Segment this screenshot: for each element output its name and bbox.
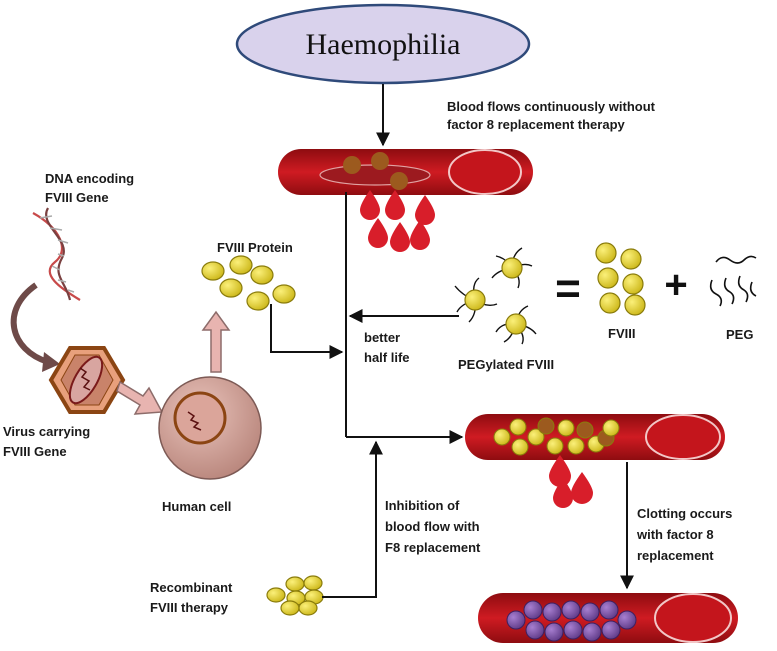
- human-cell-icon: [158, 376, 262, 480]
- title-text: Haemophilia: [306, 28, 461, 61]
- clot-cell: [563, 620, 583, 640]
- fviii-molecule: [303, 575, 323, 591]
- inhibition-label: Inhibition of blood flow with F8 replace…: [385, 498, 483, 555]
- peg-label: PEG: [726, 327, 753, 342]
- fviii-molecule: [597, 267, 619, 289]
- fviii-protein-cluster: [201, 255, 296, 311]
- fviii-molecule: [602, 419, 620, 437]
- clot-cell: [525, 620, 545, 640]
- human-cell-label: Human cell: [162, 499, 231, 514]
- pegylated-fviii-label: PEGylated FVIII: [458, 357, 554, 372]
- clot-cell: [617, 610, 637, 630]
- fviii-molecule: [501, 257, 523, 279]
- blood-drop: [410, 220, 430, 250]
- clot-cell: [542, 602, 562, 622]
- blood-flow-label: Blood flows continuously without factor …: [447, 99, 659, 132]
- arrow-recombinant-to-main: [322, 440, 383, 598]
- vessel-bottom: [478, 593, 738, 643]
- virus-label: Virus carrying FVIII Gene: [3, 424, 94, 459]
- brown-cell: [371, 152, 389, 170]
- fviii-cluster-right: [595, 242, 646, 316]
- fviii-molecule: [464, 289, 486, 311]
- brown-cell: [343, 156, 361, 174]
- fviii-molecule: [201, 261, 225, 281]
- fviii-molecule: [557, 419, 575, 437]
- clot-cell: [544, 622, 564, 642]
- clot-cell: [580, 602, 600, 622]
- plus-sign: +: [664, 263, 687, 307]
- peg-strands-icon: [709, 255, 757, 307]
- block-arrow-virus-to-cell: [116, 380, 164, 415]
- clot-cell: [582, 622, 602, 642]
- fviii-molecule: [509, 418, 527, 436]
- clot-cell: [523, 600, 543, 620]
- brown-cell: [390, 172, 408, 190]
- vessel-middle: [465, 414, 725, 460]
- pegylated-fviii-icon: [454, 247, 537, 345]
- fviii-molecule: [219, 278, 243, 298]
- clotting-label: Clotting occurs with factor 8 replacemen…: [636, 506, 736, 563]
- blood-drops-middle: [549, 455, 593, 508]
- title-node: Haemophilia: [235, 3, 531, 85]
- fviii-molecule: [298, 600, 318, 616]
- recombinant-fviii-cluster: [266, 575, 324, 616]
- fviii-molecule: [266, 587, 286, 603]
- virus-icon: [48, 346, 126, 414]
- fviii-molecule: [505, 313, 527, 335]
- blood-drop: [415, 195, 435, 225]
- blood-drop: [390, 222, 410, 252]
- arrow-protein-to-main: [270, 304, 344, 359]
- fviii-molecule: [624, 294, 646, 316]
- clot-cell: [506, 610, 526, 630]
- fviii-molecule: [280, 600, 300, 616]
- clot-cell: [561, 600, 581, 620]
- fviii-molecule: [567, 437, 585, 455]
- curved-arrow-dna-to-virus: [10, 282, 50, 365]
- fviii-molecule: [622, 273, 644, 295]
- block-arrow-cell-to-protein: [201, 310, 231, 373]
- fviii-molecule: [511, 438, 529, 456]
- fviii-label: FVIII: [608, 326, 635, 341]
- blood-drop: [553, 478, 573, 508]
- recombinant-label: Recombinant FVIII therapy: [150, 580, 236, 615]
- fviii-molecule: [595, 242, 617, 264]
- brown-cell: [537, 417, 555, 435]
- dna-helix-icon: [32, 207, 81, 301]
- fviii-molecule: [620, 248, 642, 270]
- fviii-molecule: [599, 292, 621, 314]
- clot-cell: [599, 600, 619, 620]
- blood-drop: [571, 472, 593, 504]
- dna-label: DNA encoding FVIII Gene: [45, 171, 138, 205]
- vessel-top: [278, 149, 533, 195]
- blood-drop: [385, 190, 405, 220]
- fviii-molecule: [250, 265, 274, 285]
- clot-cell: [601, 620, 621, 640]
- blood-drop: [360, 190, 380, 220]
- brown-cell: [576, 421, 594, 439]
- fviii-molecule: [229, 255, 253, 275]
- fviii-protein-label: FVIII Protein: [217, 240, 293, 255]
- blood-drop: [549, 455, 571, 487]
- better-half-life-label: better half life: [364, 330, 410, 365]
- fviii-molecule: [527, 428, 545, 446]
- fviii-molecule: [246, 291, 270, 311]
- equals-sign: =: [555, 264, 581, 313]
- blood-drop: [368, 218, 388, 248]
- fviii-molecule: [272, 284, 296, 304]
- fviii-molecule: [493, 428, 511, 446]
- blood-drops-top: [360, 190, 435, 252]
- fviii-molecule: [285, 576, 305, 592]
- fviii-molecule: [546, 437, 564, 455]
